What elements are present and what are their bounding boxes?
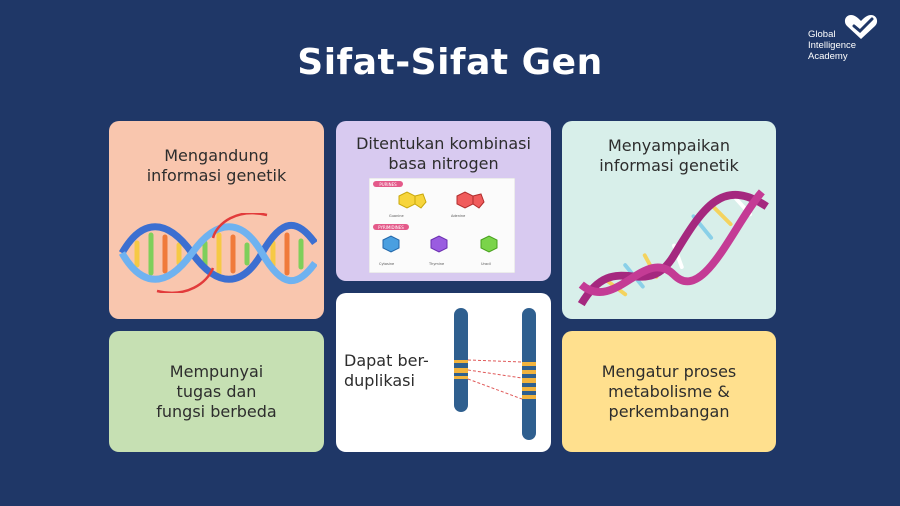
card-different-tasks-functions: Mempunyai tugas dan fungsi berbeda <box>109 331 324 452</box>
brand-logo: Global Intelligence Academy <box>808 14 894 64</box>
uracil-label: Uracil <box>481 262 491 266</box>
thymine-label: Thymine <box>428 262 444 266</box>
cytosine-label: Cytosine <box>379 262 394 266</box>
page-title: Sifat-Sifat Gen <box>297 42 603 83</box>
card-label-line: Mengatur proses <box>601 362 737 381</box>
brand-line-2: Intelligence <box>808 40 857 51</box>
card-label: Mengatur proses metabolisme & perkembang… <box>562 362 776 422</box>
card-label-line: Mempunyai <box>169 362 264 381</box>
adenine-label: Adenine <box>451 214 465 218</box>
card-label-line: Dapat ber- <box>344 351 429 370</box>
card-delivers-genetic-info: Menyampaikan informasi genetik <box>562 121 776 319</box>
card-label-line: informasi genetik <box>146 166 287 185</box>
card-label-line: perkembangan <box>608 402 730 421</box>
card-label-line: basa nitrogen <box>388 154 499 173</box>
card-regulates-metabolism: Mengatur proses metabolisme & perkembang… <box>562 331 776 452</box>
purines-tag: PURINES <box>379 182 397 187</box>
card-label: Dapat ber- duplikasi <box>344 351 434 391</box>
card-label: Mengandung informasi genetik <box>109 146 324 186</box>
card-label-line: Ditentukan kombinasi <box>356 134 531 153</box>
pyrimidines-tag: PYRIMIDINES <box>378 225 404 230</box>
card-label-line: Mengandung <box>164 146 269 165</box>
card-label: Ditentukan kombinasi basa nitrogen <box>336 134 551 174</box>
card-label-line: fungsi berbeda <box>156 402 277 421</box>
card-contains-genetic-info: Mengandung informasi genetik <box>109 121 324 319</box>
card-label-line: Menyampaikan <box>608 136 730 155</box>
card-label: Menyampaikan informasi genetik <box>562 136 776 176</box>
guanine-label: Guanine <box>389 214 404 218</box>
card-can-duplicate: Dapat ber- duplikasi <box>336 293 551 452</box>
card-label-line: tugas dan <box>176 382 257 401</box>
card-label-line: duplikasi <box>344 371 415 390</box>
heart-check-icon <box>844 15 878 39</box>
card-label-line: informasi genetik <box>599 156 739 175</box>
brand-name: Global Intelligence Academy <box>808 29 856 62</box>
card-label-line: metabolisme & <box>608 382 730 401</box>
card-nitrogen-base-combination: Ditentukan kombinasi basa nitrogen PURIN… <box>336 121 551 281</box>
nitrogen-bases-diagram: PURINES Guanine Adenine PYRIMIDINES Cyto… <box>369 178 515 273</box>
chromosome-duplication-icon <box>454 308 536 440</box>
dna-helix-icon <box>118 213 317 293</box>
card-label: Mempunyai tugas dan fungsi berbeda <box>109 362 324 422</box>
brand-line-3: Academy <box>808 51 848 62</box>
dna-strand-icon <box>577 189 769 307</box>
brand-line-1: Global <box>808 29 836 40</box>
